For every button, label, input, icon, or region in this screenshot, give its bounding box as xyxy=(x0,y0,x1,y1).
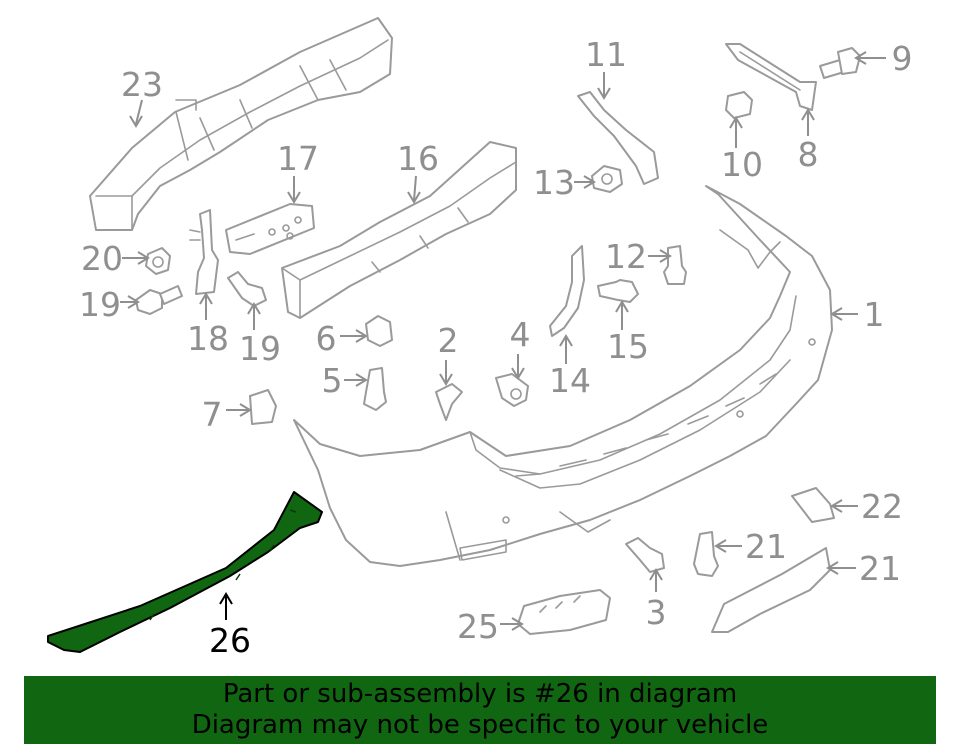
callout-5: 5 xyxy=(322,361,343,400)
part-10-clip xyxy=(725,91,753,119)
callout-18: 18 xyxy=(187,319,229,358)
callout-16: 16 xyxy=(397,139,439,178)
part-19-bolt-left xyxy=(135,285,183,315)
callout-9: 9 xyxy=(892,39,913,78)
callout-14: 14 xyxy=(549,361,591,400)
part-18-bracket xyxy=(189,209,219,295)
callout-23: 22 xyxy=(861,487,903,526)
callout-26: 26 xyxy=(209,621,251,660)
callout-17: 17 xyxy=(277,139,319,178)
info-banner: Part or sub-assembly is #26 in diagram D… xyxy=(24,676,936,744)
banner-line-1: Part or sub-assembly is #26 in diagram xyxy=(222,679,738,709)
part-22-bolt xyxy=(693,531,719,577)
callout-3: 3 xyxy=(646,593,667,632)
part-1-bumper-cover xyxy=(293,185,833,567)
part-26-step-pad xyxy=(47,491,323,653)
part-8-bracket xyxy=(725,43,817,111)
part-7-bracket xyxy=(249,389,277,425)
callout-6: 6 xyxy=(316,319,337,358)
callout-24: 23 xyxy=(121,65,163,104)
part-20-nut xyxy=(145,247,171,275)
banner-line-2: Diagram may not be specific to your vehi… xyxy=(191,710,769,740)
callout-20: 20 xyxy=(81,239,123,278)
part-23-bracket xyxy=(791,487,835,523)
callout-12: 12 xyxy=(605,237,647,276)
callout-15: 15 xyxy=(607,327,649,366)
callout-1: 1 xyxy=(864,295,885,334)
part-15-bolt xyxy=(597,279,639,303)
callout-8: 8 xyxy=(798,135,819,174)
part-9-bolt xyxy=(819,47,861,79)
part-13-nut xyxy=(591,165,623,193)
callout-2: 2 xyxy=(438,321,459,360)
part-11-bracket xyxy=(577,91,659,185)
callout-4: 4 xyxy=(510,315,531,354)
part-12-bolt xyxy=(663,245,687,285)
callout-22: 21 xyxy=(745,527,787,566)
callout-labels: 23 17 16 11 9 10 8 13 12 15 14 1 20 19 1… xyxy=(79,35,913,660)
callout-19-left: 19 xyxy=(79,285,121,324)
part-3-bolt xyxy=(625,537,665,573)
part-16-energy-absorber xyxy=(281,141,517,319)
part-6-clip xyxy=(365,315,393,347)
part-5-bolt xyxy=(363,367,387,411)
callout-19-right: 19 xyxy=(239,329,281,368)
callout-21: 21 xyxy=(859,549,901,588)
part-21-trim xyxy=(711,547,831,633)
part-19-bolt-right xyxy=(227,271,267,307)
part-25-reflector xyxy=(517,589,611,635)
callout-7: 7 xyxy=(202,395,223,434)
part-4-clip xyxy=(495,373,529,407)
part-14-bracket xyxy=(549,245,585,337)
callout-arrows xyxy=(120,51,886,631)
callout-10: 10 xyxy=(721,145,763,184)
parts-diagram: 23 17 16 11 9 10 8 13 12 15 14 1 20 19 1… xyxy=(47,17,913,660)
part-17-bracket xyxy=(225,203,315,255)
part-2-pin xyxy=(435,383,463,421)
callout-13: 13 xyxy=(533,163,575,202)
part-24-frame-rail xyxy=(89,17,393,231)
callout-25: 25 xyxy=(457,607,499,646)
callout-11: 11 xyxy=(585,35,627,74)
